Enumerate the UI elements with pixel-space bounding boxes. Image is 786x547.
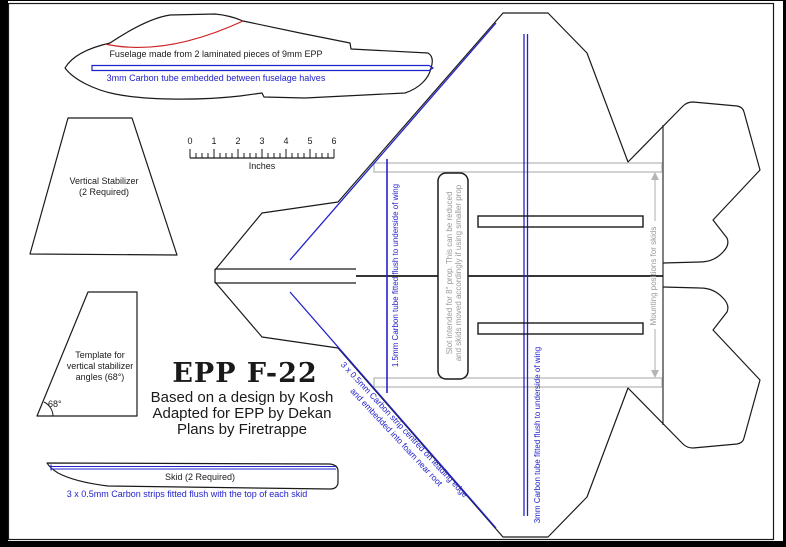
fuselage-carbon-tube-line — [91, 64, 435, 72]
template-angle-arc — [43, 401, 54, 417]
skid-label: Skid (2 Required) — [164, 472, 236, 482]
template-angle-value: 68° — [48, 399, 62, 409]
prop-slot-label: Slot intended for 8" prop. This can be r… — [445, 174, 463, 372]
vertical-stabilizer-outline — [29, 117, 178, 256]
skid-strips-label: 3 x 0.5mm Carbon strips fitted flush wit… — [66, 489, 308, 499]
fuselage-outline — [64, 13, 433, 100]
spar-1-5mm-label: 1.5mm Carbon tube fitted flush to unders… — [391, 183, 400, 368]
skid-mounting-band-top — [373, 162, 663, 173]
ruler-tick-3: 3 — [259, 136, 265, 146]
skid-carbon-strips-line — [50, 464, 336, 471]
ruler-tick-4: 4 — [283, 136, 289, 146]
skid-outline — [46, 462, 339, 490]
skid-slot-top — [477, 215, 644, 228]
fuselage-tube-label: 3mm Carbon tube embedded between fuselag… — [106, 73, 326, 83]
vertical-stabilizer-label-line2: (2 Required) — [78, 187, 130, 197]
prop-slot-label-line2: and skids moved accordingly if using sma… — [454, 184, 463, 362]
vertical-stabilizer-label: Vertical Stabilizer (2 Required) — [44, 176, 164, 198]
plan-page — [8, 1, 783, 541]
title-credit-3: Plans by Firetrappe — [176, 421, 308, 438]
ruler-tick-1: 1 — [211, 136, 217, 146]
planform-outline-top — [214, 12, 761, 271]
fuselage-label: Fuselage made from 2 laminated pieces of… — [109, 49, 323, 59]
template-outline — [36, 291, 138, 417]
leading-edge-carbon-strips — [289, 22, 497, 529]
title-credit-2: Adapted for EPP by Dekan — [152, 405, 332, 422]
template-label: Template for vertical stabilizer angles … — [50, 350, 150, 383]
vertical-stabilizer-label-line1: Vertical Stabilizer — [69, 176, 139, 186]
ruler-tick-0: 0 — [187, 136, 193, 146]
skid-mounting-band-bottom — [373, 377, 663, 388]
ruler-unit-label: Inches — [248, 161, 276, 171]
prop-slot-label-line1: Slot intended for 8" prop. This can be r… — [445, 191, 454, 355]
template-label-line3: angles (68°) — [75, 372, 125, 382]
canopy-line — [104, 20, 244, 48]
ruler-tick-2: 2 — [235, 136, 241, 146]
template-label-line1: Template for — [75, 350, 125, 360]
planform-outline-bottom — [214, 281, 761, 538]
spine-3mm-carbon-tube — [523, 34, 529, 516]
ruler-tick-5: 5 — [307, 136, 313, 146]
ruler-tick-6: 6 — [331, 136, 337, 146]
mounting-positions-label: Mounting positions for skids — [649, 226, 658, 326]
prop-slot — [437, 172, 469, 380]
title-credit-1: Based on a design by Kosh — [150, 389, 334, 406]
skid-slot-bottom — [477, 322, 644, 335]
nose-boom-outline — [214, 268, 356, 284]
spine-3mm-label: 3mm Carbon tube fitted flush to undersid… — [533, 346, 542, 524]
plan-title: EPP F-22 — [172, 358, 318, 389]
page-frame — [7, 2, 775, 541]
ruler-ticks — [189, 149, 335, 158]
template-label-line2: vertical stabilizer — [66, 361, 134, 371]
